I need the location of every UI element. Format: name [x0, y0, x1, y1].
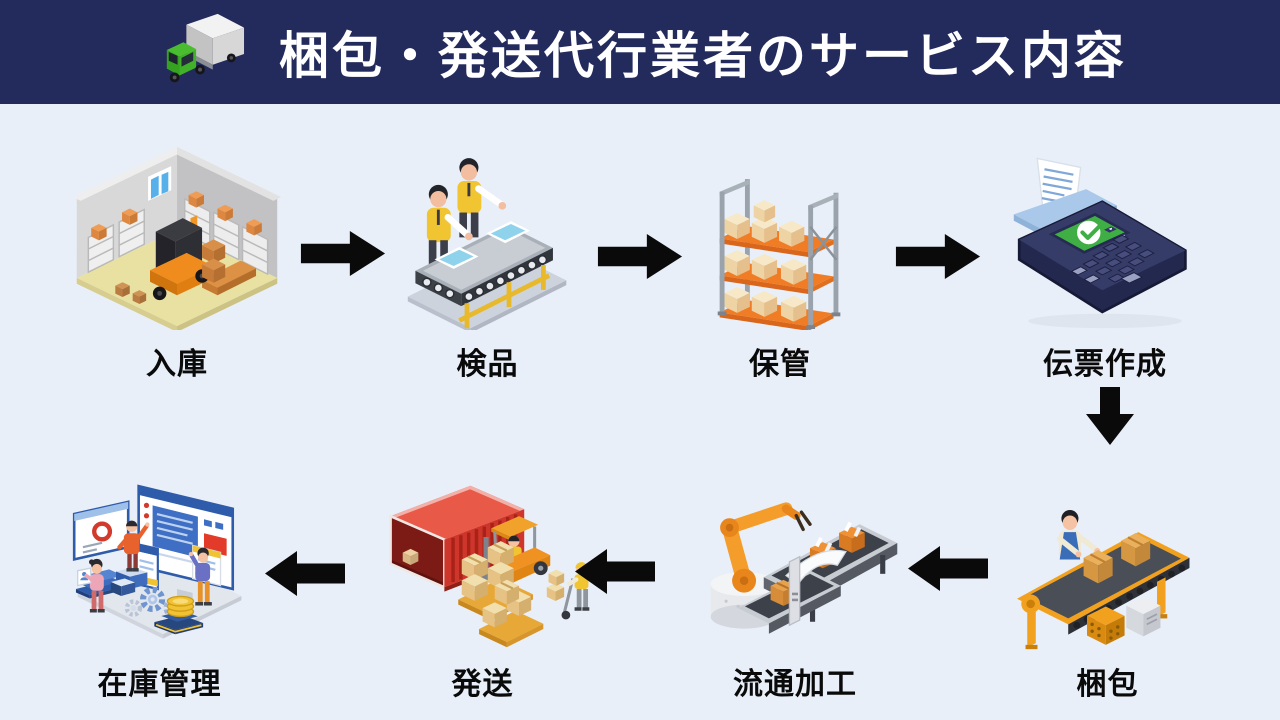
step-label: 在庫管理 — [97, 668, 222, 701]
arrow-right-icon — [895, 234, 981, 279]
shipping-container-illustration — [368, 452, 598, 650]
arrow-left-icon — [575, 549, 655, 594]
arrow-down-icon — [1086, 387, 1134, 445]
storage-rack-illustration — [707, 134, 853, 330]
step-label: 梱包 — [1076, 668, 1139, 701]
page-title: 梱包・発送代行業者のサービス内容 — [279, 28, 1127, 84]
step-label: 流通加工 — [733, 668, 857, 701]
step-label: 検品 — [456, 348, 519, 381]
inventory-dashboard-illustration — [62, 452, 258, 650]
arrow-right-icon — [597, 234, 683, 279]
header: 梱包・発送代行業者のサービス内容 — [0, 0, 1280, 104]
arrow-left-icon — [265, 551, 345, 596]
step-kenpin: 検品 — [385, 134, 590, 383]
step-nyuko: 入庫 — [57, 134, 297, 383]
arrow-left-icon — [908, 546, 988, 591]
inspection-illustration — [402, 134, 574, 330]
step-zaikokanri: 在庫管理 — [52, 452, 267, 703]
arrow-right-icon — [300, 231, 386, 276]
step-ryutsukako: 流通加工 — [665, 452, 925, 703]
step-label: 発送 — [451, 668, 514, 701]
packing-conveyor-illustration — [1005, 452, 1210, 650]
step-hasso: 発送 — [355, 452, 610, 703]
step-konpo: 梱包 — [985, 452, 1230, 703]
step-denpyo: 伝票作成 — [985, 134, 1225, 383]
warehouse-illustration — [61, 134, 293, 330]
truck-icon — [153, 9, 251, 95]
step-label: 保管 — [749, 348, 811, 381]
step-label: 伝票作成 — [1043, 348, 1167, 381]
step-hokan: 保管 — [690, 134, 870, 383]
step-label: 入庫 — [146, 348, 208, 381]
pos-terminal-illustration — [1001, 134, 1209, 330]
robot-arm-illustration — [690, 452, 900, 650]
